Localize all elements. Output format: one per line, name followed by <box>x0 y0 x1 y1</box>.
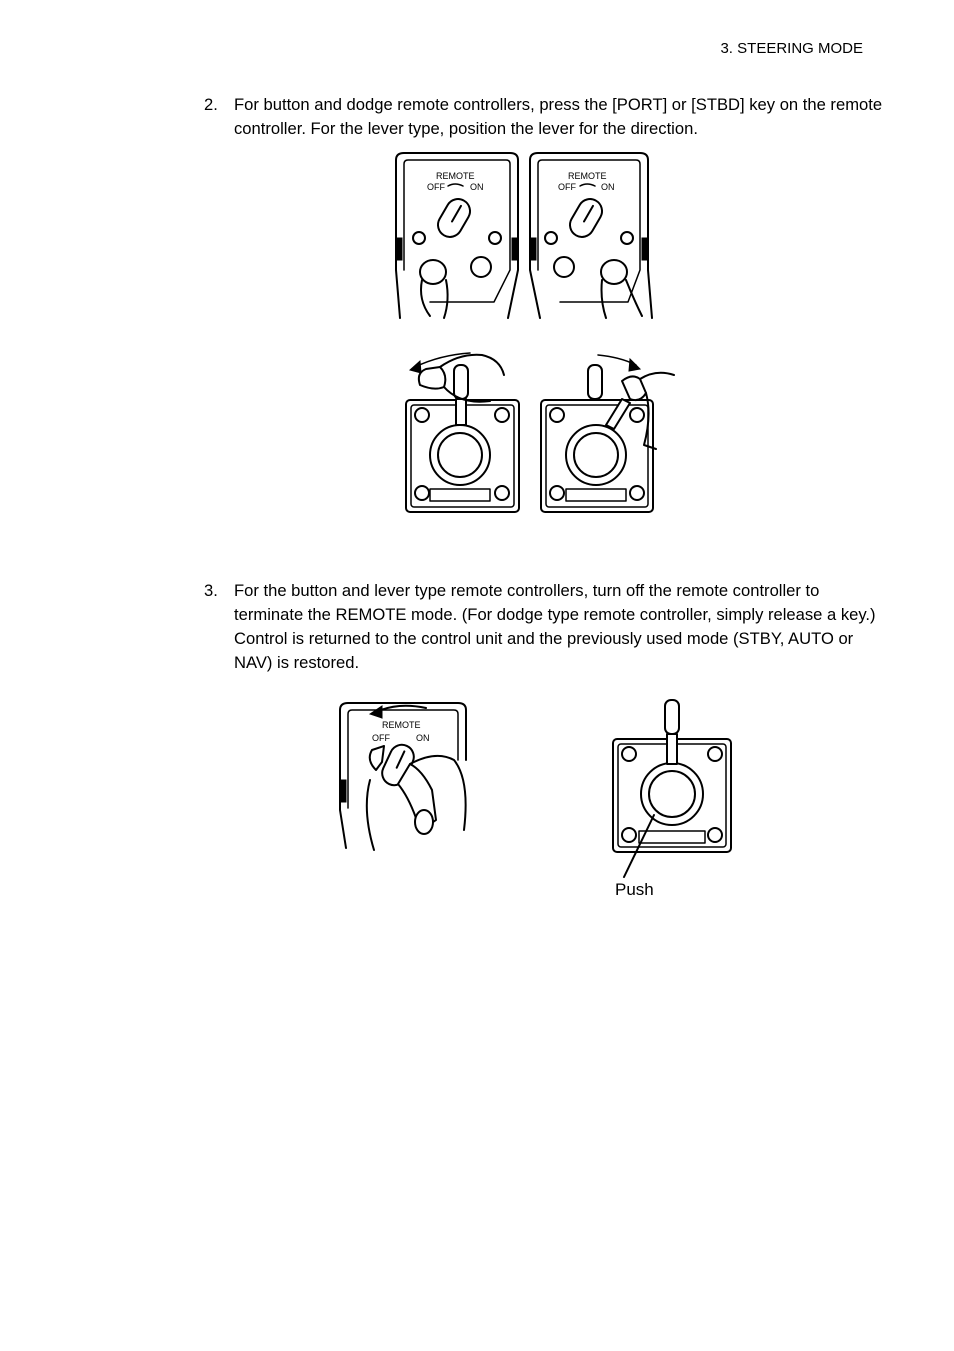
off-label: OFF <box>558 182 576 192</box>
button-remote-port: REMOTE OFF ON <box>395 152 519 319</box>
lever-remote-stbd <box>540 354 675 513</box>
step-3: 3. For the button and lever type remote … <box>204 579 884 675</box>
push-label: Push <box>615 880 654 899</box>
remote-label: REMOTE <box>568 171 607 181</box>
button-remote-illustration: REMOTE OFF ON REMOTE OFF ON <box>395 152 653 319</box>
lever-remote-illustration <box>405 352 675 513</box>
turn-off-remote-illustration: REMOTE OFF ON <box>339 702 467 851</box>
on-label: ON <box>416 733 430 743</box>
remote-label: REMOTE <box>382 720 421 730</box>
step-text: For button and dodge remote controllers,… <box>234 95 883 138</box>
remote-label: REMOTE <box>436 171 475 181</box>
page-header: 3. STEERING MODE <box>720 40 863 57</box>
on-label: ON <box>470 182 484 192</box>
button-remote-stbd: REMOTE OFF ON <box>529 152 653 319</box>
step-2: 2. For button and dodge remote controlle… <box>204 93 884 141</box>
step-number: 2. <box>204 95 218 114</box>
on-label: ON <box>601 182 615 192</box>
off-label: OFF <box>427 182 445 192</box>
lever-remote-port <box>405 352 520 513</box>
step-number: 3. <box>204 581 218 600</box>
push-lever-illustration: Push <box>612 699 732 899</box>
off-label: OFF <box>372 733 390 743</box>
step-text: For the button and lever type remote con… <box>234 581 876 672</box>
